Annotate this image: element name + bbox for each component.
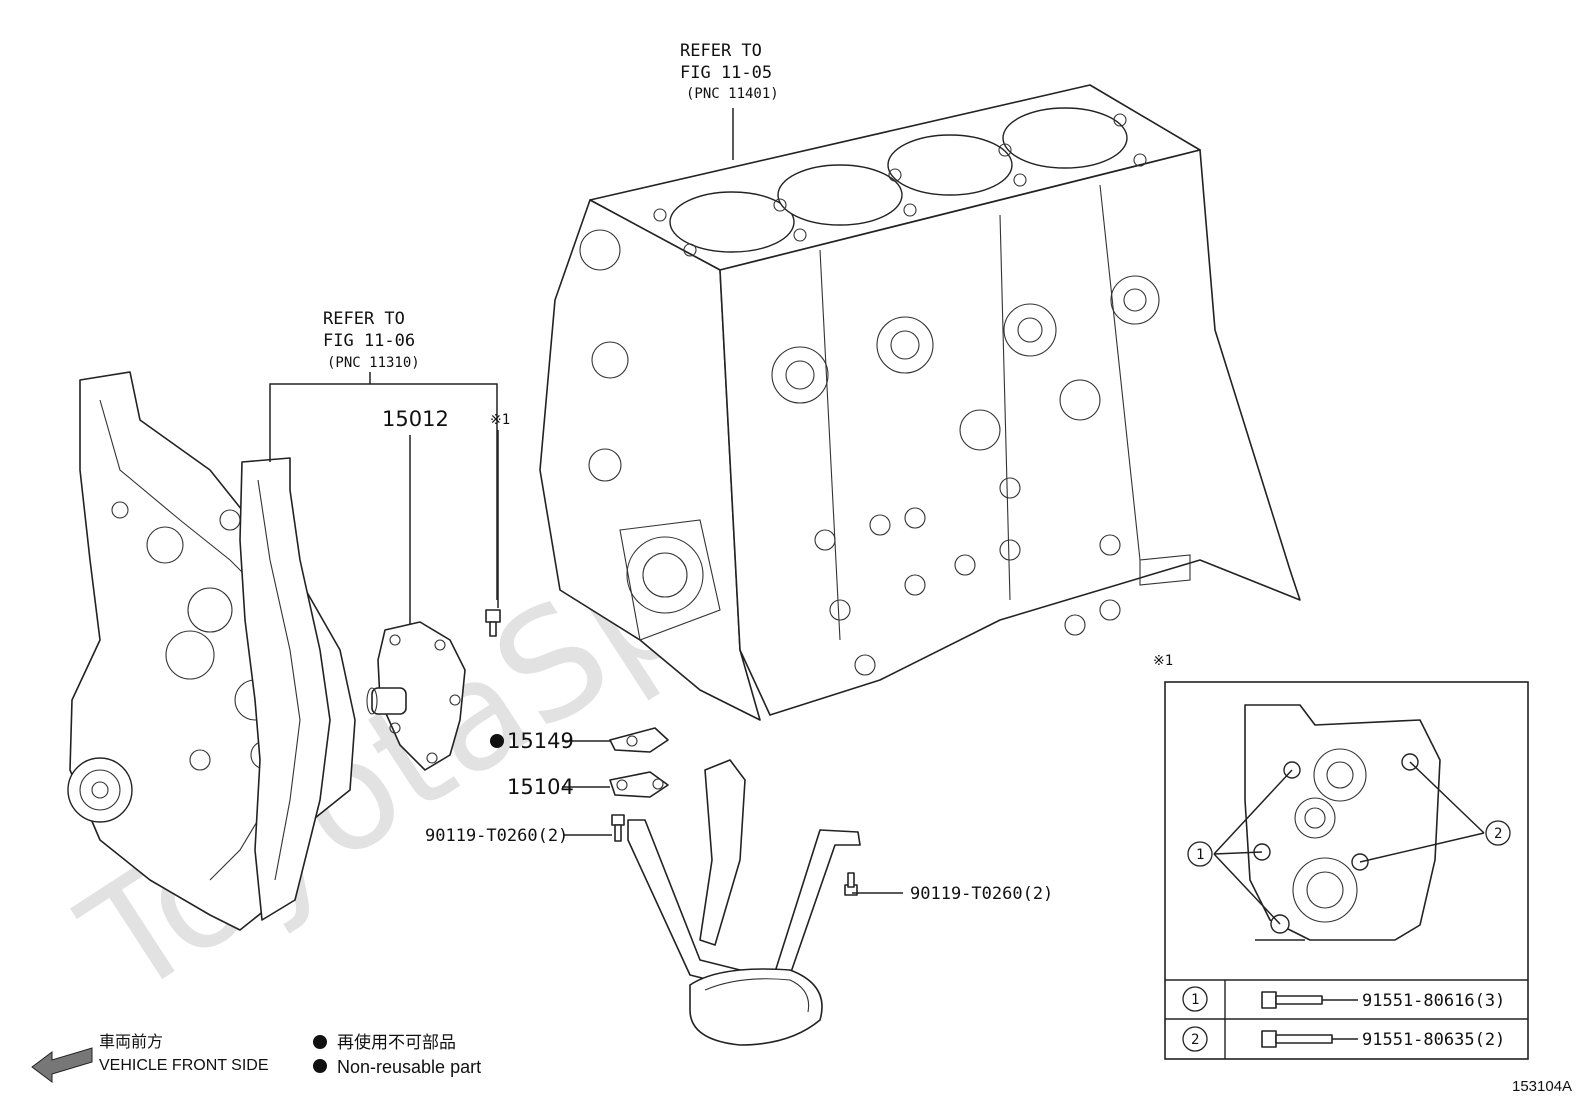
refer-block-line2: FIG 11-05: [680, 63, 772, 83]
strainer-bolt-left: [611, 814, 625, 842]
legend-nonreuse-jp: 再使用不可部品: [337, 1032, 456, 1052]
gasket-15149-shape: [609, 727, 669, 753]
legend-front-en: VEHICLE FRONT SIDE: [99, 1057, 269, 1074]
refer-cover-line1: REFER TO: [323, 309, 405, 329]
water-pump: [366, 621, 466, 771]
detail-box-title: ※1: [1153, 653, 1173, 669]
part-number-bolt-left: 90119-T0260(2): [425, 826, 568, 846]
row1-num: 1: [1191, 992, 1199, 1008]
leader-lines: [269, 108, 903, 894]
row1-part: 91551-80616(3): [1362, 991, 1505, 1011]
part-number-pump: 15012: [382, 407, 449, 431]
pump-bolt: [485, 609, 501, 637]
part-number-gasket-15104: 15104: [507, 775, 574, 799]
note-ref-mark: ※1: [490, 412, 510, 428]
vehicle-front-arrow-icon: [31, 1047, 93, 1083]
part-number-bolt-right: 90119-T0260(2): [910, 884, 1053, 904]
legend-dot-en: [313, 1059, 327, 1073]
legend-front-jp: 車両前方: [99, 1033, 163, 1051]
callout-2: 2: [1494, 826, 1502, 842]
refer-block-line1: REFER TO: [680, 41, 762, 61]
row2-part: 91551-80635(2): [1362, 1030, 1505, 1050]
detail-box: ※1 1 2: [1153, 653, 1529, 1060]
cover-gasket: [239, 457, 331, 921]
legend: 車両前方 VEHICLE FRONT SIDE 再使用不可部品 Non-reus…: [31, 1032, 481, 1083]
refer-cover-pnc: (PNC 11310): [327, 355, 420, 371]
part-number-gasket-15149: 15149: [507, 729, 574, 753]
row2-num: 2: [1191, 1032, 1199, 1048]
legend-dot-jp: [313, 1035, 327, 1049]
callout-1: 1: [1196, 847, 1204, 863]
refer-block-pnc: (PNC 11401): [686, 86, 779, 102]
diagram-id: 153104A: [1512, 1078, 1572, 1095]
legend-nonreuse-en: Non-reusable part: [337, 1057, 481, 1077]
refer-cover-line2: FIG 11-06: [323, 331, 415, 351]
cylinder-block: [539, 84, 1301, 721]
strainer-bolt-right: [844, 872, 858, 896]
oil-strainer: [627, 759, 861, 1046]
nonreusable-dot-15149: [490, 734, 504, 748]
gasket-15104-shape: [609, 771, 669, 798]
